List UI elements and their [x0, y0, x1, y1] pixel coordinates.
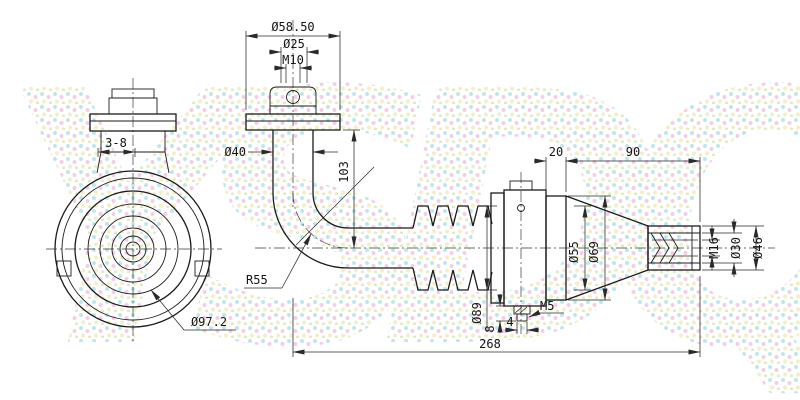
dim-tip-thread: M16 [702, 226, 721, 270]
dim-neck-od: Ø25 [269, 37, 319, 83]
dim-overall-length: 268 [292, 276, 701, 357]
dim-front-holes: 3-8 [97, 136, 136, 157]
top-flange [245, 113, 341, 131]
bend-radius-label: R55 [246, 273, 268, 287]
dim-bend-radius: R55 [244, 233, 312, 289]
watermark-text: YSDQ [0, 17, 800, 400]
side-view [245, 20, 775, 334]
dim-elbow-height: 103 [337, 129, 360, 249]
bellows-od-label: Ø89 [470, 302, 484, 324]
top-thread-label: M10 [282, 53, 304, 67]
dim-tip-bore: Ø30 [702, 219, 743, 277]
tip-bore-label: Ø30 [729, 237, 743, 259]
elbow [272, 192, 349, 269]
overall-length-label: 268 [479, 337, 501, 351]
screw-thread-label: M5 [540, 299, 554, 313]
front-holes-label: 3-8 [105, 136, 127, 150]
nose-len-label: 90 [626, 145, 640, 159]
radius-construction-line [295, 166, 375, 246]
body-od1-label: Ø55 [567, 241, 581, 263]
screw-width-label: 4 [506, 315, 513, 329]
elbow-height-label: 103 [337, 161, 351, 183]
set-screw [513, 305, 531, 322]
dim-tip-od: Ø46 [702, 225, 765, 271]
dim-collar-and-nose: 20 90 [534, 145, 701, 222]
pipe-od-label: Ø40 [224, 145, 246, 159]
front-view: 3-8 Ø97.2 [46, 78, 236, 342]
front-lock-tabs [56, 260, 210, 277]
top-clamp-cap [269, 86, 317, 114]
dim-front-outer-dia: Ø97.2 [150, 289, 236, 331]
flange-od-label: Ø58.50 [271, 20, 314, 34]
dim-flange-od: Ø58.50 [245, 20, 341, 110]
dim-screw-thread: M5 [528, 299, 564, 318]
front-top-stem [89, 88, 177, 174]
dim-body-od1: Ø55 [567, 205, 591, 291]
tip-thread-label: M16 [707, 237, 721, 259]
dim-screw-len: 8 [483, 294, 516, 333]
dim-pipe-od: Ø40 [224, 145, 338, 159]
tip-fitting [647, 225, 701, 271]
front-circles [54, 170, 212, 328]
tip-od-label: Ø46 [751, 237, 765, 259]
dim-screw-width: 4 [505, 315, 539, 334]
screw-len-label: 8 [483, 325, 497, 332]
dimensions: Ø58.50 Ø25 M10 Ø40 103 R55 [224, 20, 765, 357]
neck-od-label: Ø25 [283, 37, 305, 51]
dim-body-od2: Ø69 [568, 195, 611, 301]
body-od2-label: Ø69 [587, 241, 601, 263]
vertical-pipe [272, 130, 314, 193]
bellows [412, 205, 493, 291]
collar-len-label: 20 [549, 145, 563, 159]
dim-top-thread: M10 [274, 53, 312, 83]
dim-bellows-od: Ø89 [470, 205, 497, 332]
front-outer-dia-label: Ø97.2 [191, 315, 227, 329]
horizontal-pipe [348, 227, 413, 269]
